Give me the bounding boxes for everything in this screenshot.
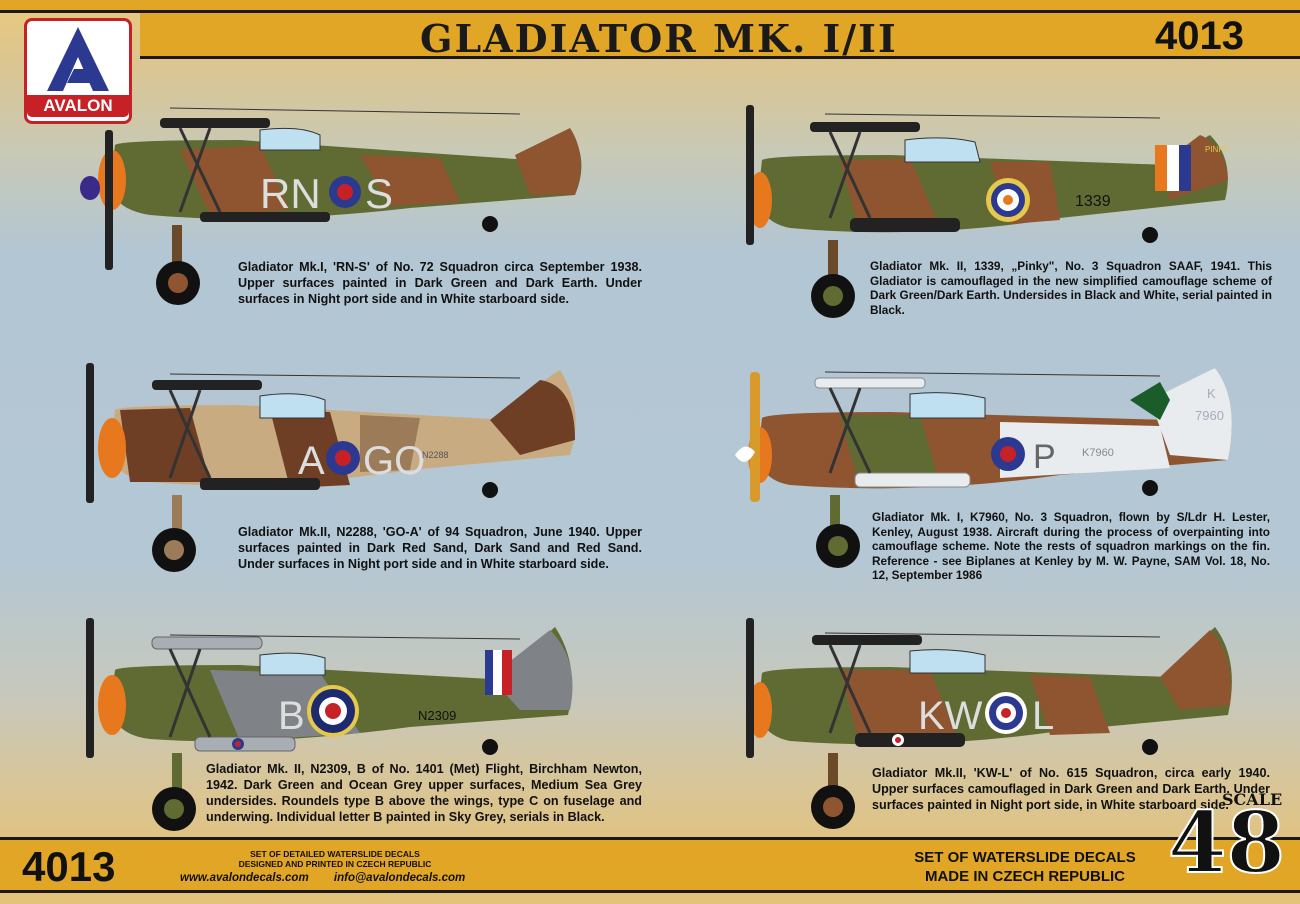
bottom-divider-bottom (0, 890, 1300, 893)
footer-small-text: SET OF DETAILED WATERSLIDE DECALS DESIGN… (180, 849, 490, 869)
bottom-band (0, 840, 1300, 890)
marking-s: S (365, 170, 393, 217)
caption-go-a: Gladiator Mk.II, N2288, 'GO-A' of 94 Squ… (238, 525, 642, 571)
serial-1339: 1339 (1075, 193, 1111, 210)
marking-a: A (298, 439, 325, 483)
bottom-divider-top (0, 837, 1300, 840)
marking-b: B (278, 694, 305, 738)
kit-number-top: 4013 (1155, 14, 1244, 58)
scale-label: SCALE (1222, 790, 1283, 809)
aircraft-profile-k7960: K 7960 P K7960 (735, 368, 1232, 568)
marking-p: P (1033, 438, 1056, 476)
brand-name: AVALON (27, 95, 129, 117)
footer-line-1: SET OF DETAILED WATERSLIDE DECALS (250, 849, 420, 859)
marking-l: L (1032, 694, 1054, 738)
marking-kw: KW (918, 694, 983, 738)
avalon-logo: AVALON (24, 18, 132, 124)
aircraft-profile-1339: PINKY 1339 (746, 105, 1230, 318)
aircraft-profile-rn-s: RN S (80, 107, 582, 305)
waterslide-line-1: SET OF WATERSLIDE DECALS (914, 849, 1136, 866)
marking-go: GO (363, 439, 425, 483)
waterslide-text: SET OF WATERSLIDE DECALS MADE IN CZECH R… (880, 848, 1170, 886)
scale-value: 48 (1167, 793, 1286, 892)
aircraft-profile-n2309: B N2309 (86, 618, 573, 831)
top-band (0, 0, 1300, 10)
fin-letter-k: K (1207, 386, 1216, 401)
kit-number-bottom: 4013 (22, 843, 116, 890)
marking-rn: RN (260, 170, 321, 217)
title-band (140, 13, 1300, 56)
caption-1339: Gladiator Mk. II, 1339, „Pinky", No. 3 S… (870, 259, 1272, 317)
title-underline (140, 56, 1300, 59)
top-divider (0, 10, 1300, 13)
email-link[interactable]: info@avalondecals.com (333, 872, 466, 884)
fin-text-pinky: PINKY (1205, 145, 1230, 154)
aircraft-profile-kw-l: KW L (746, 618, 1232, 829)
serial-k7960: K7960 (1082, 447, 1114, 459)
serial-n2309: N2309 (418, 708, 456, 723)
avalon-a-icon (47, 27, 109, 91)
serial-n2288: N2288 (422, 450, 449, 460)
footer-links: www.avalondecals.com info@avalondecals.c… (180, 872, 487, 884)
aircraft-profile-go-a: A GO N2288 (86, 363, 576, 572)
fin-number-7960: 7960 (1195, 408, 1224, 423)
caption-kw-l: Gladiator Mk.II, 'KW-L' of No. 615 Squad… (872, 766, 1270, 812)
caption-n2309: Gladiator Mk. II, N2309, B of No. 1401 (… (206, 762, 642, 824)
footer-line-2: DESIGNED AND PRINTED IN CZECH REPUBLIC (238, 859, 432, 869)
page-title: GLADIATOR MK. I/II (420, 16, 898, 61)
website-link[interactable]: www.avalondecals.com (180, 872, 309, 884)
caption-k7960: Gladiator Mk. I, K7960, No. 3 Squadron, … (872, 510, 1270, 583)
caption-rn-s: Gladiator Mk.I, 'RN-S' of No. 72 Squadro… (238, 260, 642, 306)
waterslide-line-2: MADE IN CZECH REPUBLIC (924, 868, 1125, 885)
